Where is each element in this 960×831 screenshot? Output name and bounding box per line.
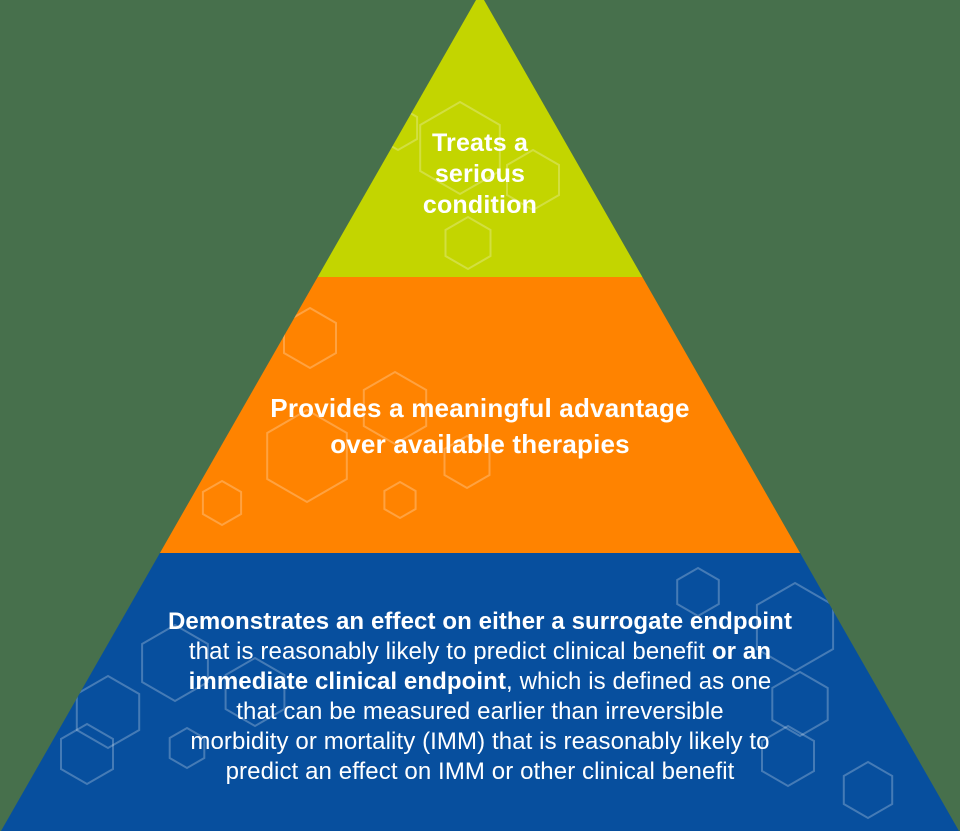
- hexagon-outline: [266, 408, 348, 504]
- hexagon-outline: [168, 726, 206, 770]
- hexagon-outline: [383, 480, 417, 520]
- hexagon-outline: [444, 215, 492, 271]
- hexagon-outline: [842, 760, 894, 820]
- hexagon-outline: [771, 670, 829, 738]
- hexagon-outline: [676, 566, 720, 618]
- hexagon-outline: [224, 656, 286, 728]
- hexagon-outline: [506, 148, 560, 212]
- hexagon-outline: [443, 434, 491, 490]
- hexagon-pattern: [60, 100, 894, 820]
- hexagon-outline: [201, 479, 243, 527]
- tier-bottom-shape: [1, 553, 959, 831]
- hexagon-outline: [141, 623, 209, 703]
- hexagon-outline: [761, 724, 815, 788]
- hexagon-outline: [60, 722, 114, 786]
- hexagon-outline: [362, 370, 428, 446]
- hexagon-outline: [419, 100, 501, 196]
